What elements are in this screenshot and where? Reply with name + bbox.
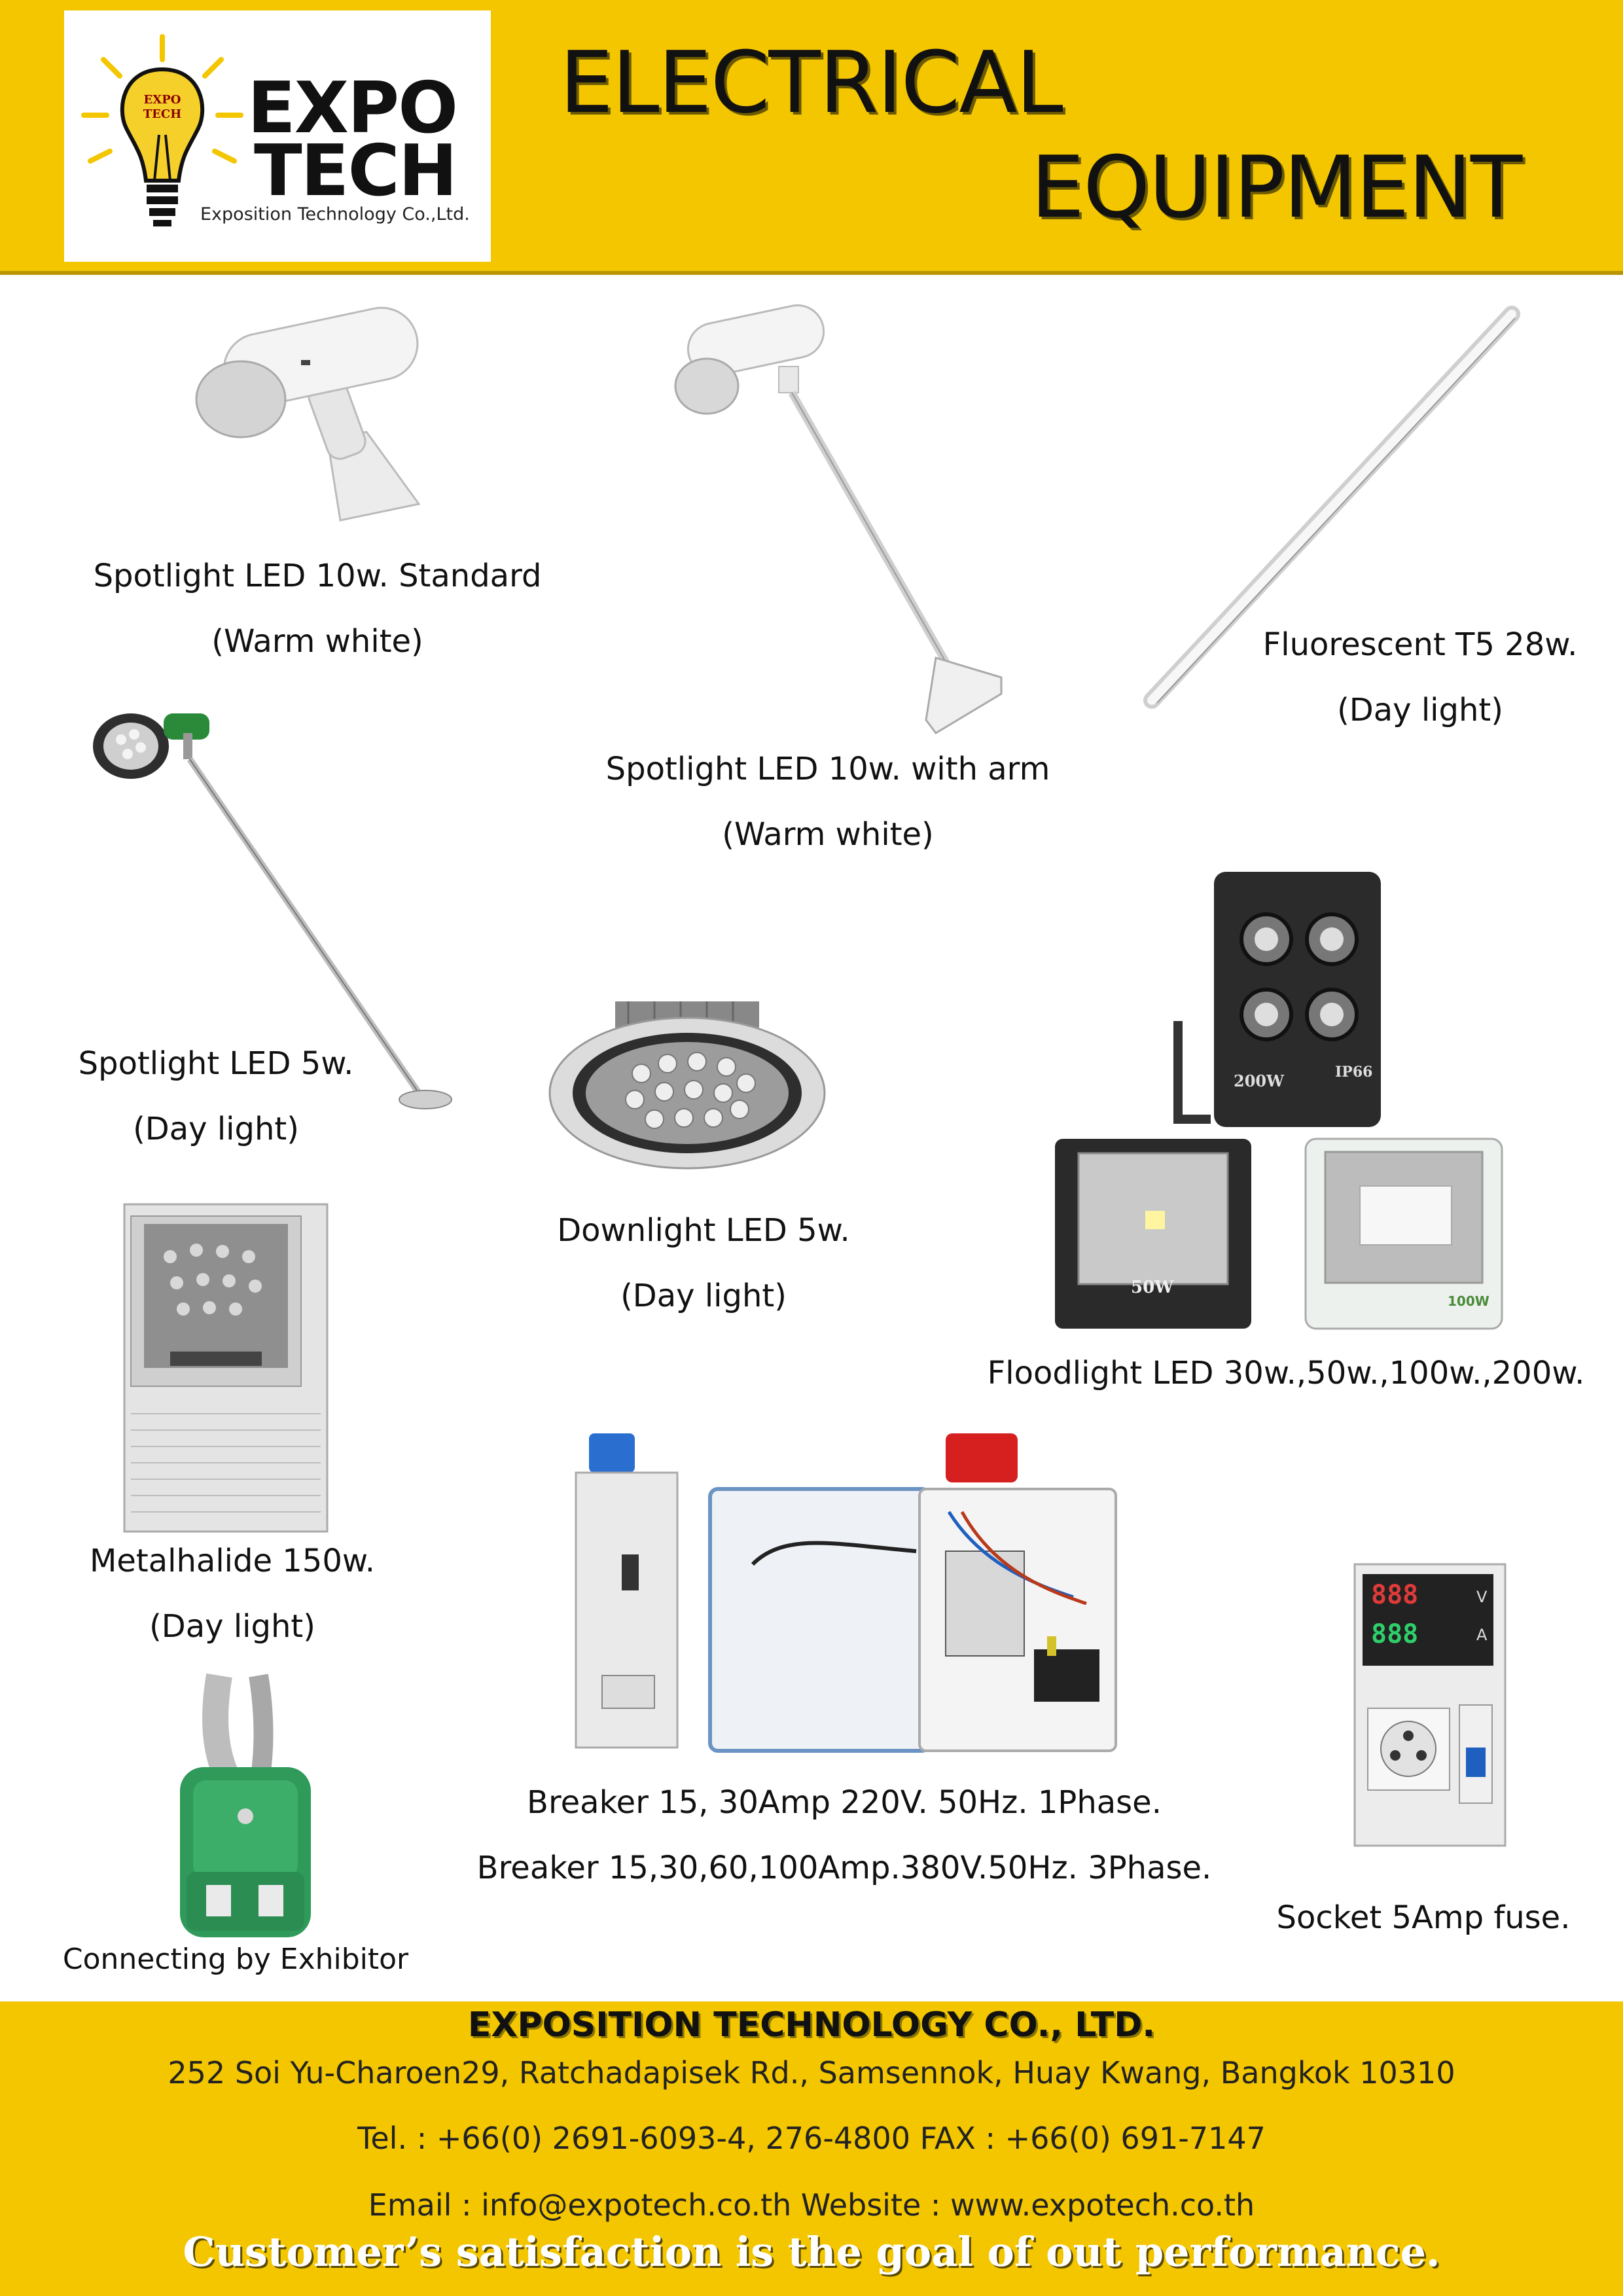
caption-detail: (Warm white): [722, 816, 934, 853]
header-divider: [0, 271, 1623, 275]
caption-name: Metalhalide 150w.: [89, 1543, 375, 1579]
logo-word-expo: EXPO: [247, 67, 458, 149]
socket-image: 888 888 V A: [1353, 1563, 1507, 1847]
caption-detail: Breaker 15,30,60,100Amp.380V.50Hz. 3Phas…: [476, 1850, 1212, 1886]
page-title-line-1: ELECTRICAL: [560, 33, 1063, 132]
floodlight-image-group: 200W IP66 50W 100W: [1055, 872, 1503, 1330]
caption-floodlight: Floodlight LED 30w.,50w.,100w.,200w.: [962, 1340, 1610, 1406]
caption-downlight: Downlight LED 5w. (Day light): [540, 1198, 867, 1329]
caption-name: Breaker 15, 30Amp 220V. 50Hz. 1Phase.: [527, 1784, 1162, 1821]
caption-detail: (Warm white): [211, 623, 423, 660]
bulb-text-2: TECH: [143, 107, 181, 121]
caption-name: Spotlight LED 10w. Standard: [93, 558, 542, 594]
metalhalide-image: [123, 1203, 329, 1533]
fluorescent-tube-image: [1143, 306, 1520, 709]
caption-name: Fluorescent T5 28w.: [1262, 626, 1578, 663]
caption-spotlight-arm: Spotlight LED 10w. with arm (Warm white): [497, 736, 1158, 867]
caption-name: Spotlight LED 5w.: [78, 1045, 354, 1082]
floodlight-200w-label: 200W: [1234, 1071, 1285, 1090]
caption-breaker: Breaker 15, 30Amp 220V. 50Hz. 1Phase. Br…: [452, 1770, 1237, 1901]
logo-subtitle: Exposition Technology Co.,Ltd.: [200, 204, 470, 224]
spotlight-standard-image: [195, 306, 421, 522]
logo-word-tech: TECH: [254, 130, 457, 212]
caption-detail: (Day light): [133, 1111, 299, 1147]
floodlight-100w-label: 100W: [1448, 1293, 1489, 1309]
caption-name: Socket 5Amp fuse.: [1276, 1899, 1571, 1936]
floodlight-50w-label: 50W: [1131, 1278, 1174, 1297]
caption-connector: Connecting by Exhibitor: [39, 1927, 432, 1992]
caption-detail: (Day light): [620, 1278, 787, 1314]
caption-name: Downlight LED 5w.: [557, 1212, 850, 1249]
footer-contact: Email : info@expotech.co.th Website : ww…: [368, 2187, 1255, 2223]
meter-digits-amp: 888: [1371, 1619, 1418, 1649]
caption-socket: Socket 5Amp fuse.: [1243, 1885, 1603, 1950]
caption-detail: (Day light): [1337, 692, 1503, 728]
footer-phone: Tel. : +66(0) 2691-6093-4, 276-4800 FAX …: [357, 2121, 1266, 2156]
downlight-image: [548, 1001, 826, 1170]
meter-digits-volt: 888: [1371, 1580, 1418, 1610]
plug-connector-image: [180, 1673, 311, 1937]
company-logo: EXPO TECH EXPO TECH Exposition Technolog…: [64, 10, 491, 262]
caption-name: Connecting by Exhibitor: [62, 1943, 409, 1976]
footer-address: 252 Soi Yu-Charoen29, Ratchadapisek Rd.,…: [168, 2055, 1455, 2090]
footer-company-name: EXPOSITION TECHNOLOGY CO., LTD.: [467, 2005, 1156, 2045]
caption-fluorescent: Fluorescent T5 28w. (Day light): [1214, 612, 1623, 743]
caption-spotlight-standard: Spotlight LED 10w. Standard (Warm white): [0, 543, 635, 674]
page-title-line-2: EQUIPMENT: [1031, 137, 1522, 237]
caption-spotlight-5w: Spotlight LED 5w. (Day light): [0, 1031, 432, 1162]
caption-detail: (Day light): [149, 1608, 315, 1645]
footer-slogan: Customer’s satisfaction is the goal of o…: [183, 2228, 1440, 2276]
bulb-text-1: EXPO: [144, 93, 181, 107]
breaker-image-group: [575, 1433, 1117, 1753]
caption-name: Floodlight LED 30w.,50w.,100w.,200w.: [987, 1355, 1585, 1391]
lightbulb-icon: EXPO TECH: [81, 34, 243, 226]
caption-name: Spotlight LED 10w. with arm: [605, 751, 1050, 787]
floodlight-ip66-label: IP66: [1335, 1064, 1372, 1081]
spotlight-arm-image: [674, 304, 1003, 734]
meter-v-label: V: [1476, 1588, 1488, 1606]
caption-metalhalide: Metalhalide 150w. (Day light): [39, 1528, 425, 1659]
spotlight-5w-image: [93, 713, 452, 1109]
meter-a-label: A: [1476, 1626, 1488, 1644]
footer-banner: [0, 2001, 1623, 2296]
